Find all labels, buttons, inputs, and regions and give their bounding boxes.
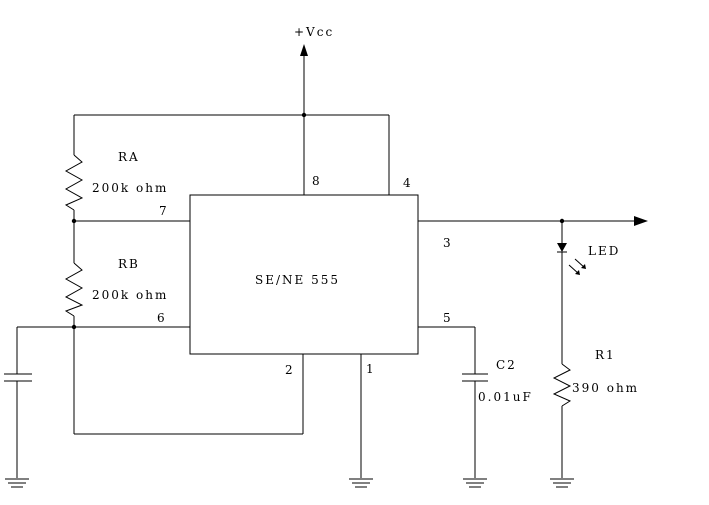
- pin2-wire: [74, 354, 304, 435]
- pin5-label: 5: [443, 311, 451, 325]
- ground-icon: [349, 478, 373, 488]
- ground-icon: [463, 478, 487, 488]
- rb-value: 200k ohm: [92, 288, 168, 302]
- pin1-label: 1: [366, 362, 374, 376]
- c2-name: C2: [496, 358, 517, 372]
- resistor-ra: RA 200k ohm: [64, 115, 168, 263]
- led-diode-icon: [557, 243, 567, 252]
- c2-value: 0.01uF: [478, 390, 533, 404]
- pin8-label: 8: [312, 174, 320, 188]
- ground-icon: [5, 478, 29, 488]
- pin7-wire: [71, 218, 190, 224]
- pin6-label: 6: [157, 311, 165, 325]
- chip-label: SE/NE 555: [255, 273, 340, 287]
- vcc-supply: +Vcc: [294, 25, 334, 115]
- vcc-label: +Vcc: [294, 25, 334, 39]
- vcc-arrow-icon: [300, 44, 308, 56]
- output-arrow-icon: [634, 216, 648, 226]
- ra-name: RA: [118, 150, 140, 164]
- r1-value: 390 ohm: [572, 381, 639, 395]
- pin3-label: 3: [443, 236, 451, 250]
- resistor-r1: R1 390 ohm: [552, 348, 639, 478]
- rb-name: RB: [118, 257, 140, 271]
- timing-capacitor: [4, 327, 32, 478]
- top-rail: [74, 112, 390, 195]
- ic-555: SE/NE 555: [189, 194, 419, 355]
- light-rays-icon: [568, 258, 586, 275]
- control-capacitor-c2: C2 0.01uF: [418, 326, 533, 478]
- ground-icon: [550, 478, 574, 488]
- pin6-wire: [17, 324, 190, 330]
- pin2-label: 2: [285, 363, 293, 377]
- led: LED: [557, 221, 620, 364]
- pin4-label: 4: [403, 176, 411, 190]
- pin7-label: 7: [159, 204, 167, 218]
- r1-name: R1: [595, 348, 616, 362]
- ra-value: 200k ohm: [92, 181, 168, 195]
- output-wire: [418, 216, 648, 226]
- led-label: LED: [588, 244, 620, 258]
- resistor-rb: RB 200k ohm: [64, 257, 168, 434]
